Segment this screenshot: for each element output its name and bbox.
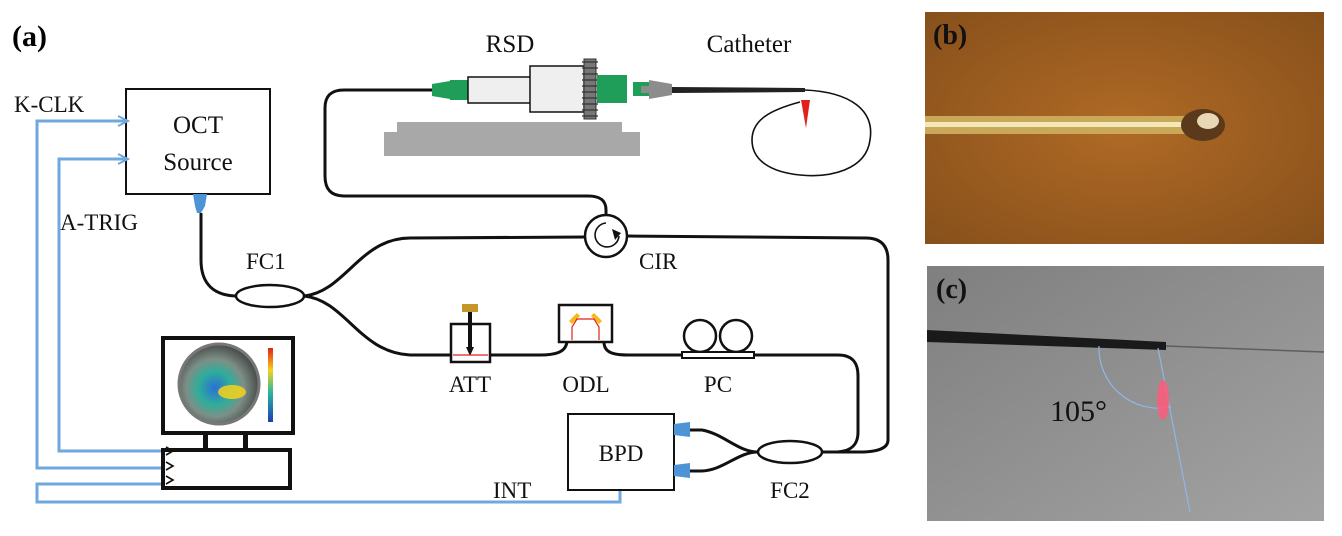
oct-image-ring <box>177 342 261 426</box>
fc2-to-bpd-fiber-2 <box>662 450 759 473</box>
odl-box <box>557 303 614 344</box>
int-label: INT <box>493 478 531 503</box>
fc1-label: FC1 <box>246 249 286 274</box>
computer-base <box>161 448 292 490</box>
circulator <box>583 213 629 259</box>
int-wire <box>35 480 622 504</box>
rsd-rotary-joint <box>529 65 585 113</box>
catheter-tip <box>801 100 810 128</box>
rsd-input-ferrule <box>450 80 472 100</box>
pc-paddle-left <box>682 318 718 354</box>
odl-label: ODL <box>562 372 609 397</box>
fc1-to-circulator-fiber <box>303 235 587 298</box>
oct-image-icon <box>179 344 259 424</box>
fc2-coupler <box>756 439 824 465</box>
circulator-to-sample-fiber <box>323 88 608 215</box>
bpd-input-connector-1 <box>674 422 690 437</box>
daq-port-marks <box>165 446 175 485</box>
a-trig-label: A-TRIG <box>60 210 138 235</box>
a-trig-arrow <box>117 153 131 165</box>
rsd-stage-top <box>384 122 640 156</box>
a-trig-wire <box>57 157 162 453</box>
photo-c-angle-arc <box>1098 345 1172 409</box>
circulator-arrow <box>594 222 620 248</box>
odl-mirror-left <box>569 313 580 324</box>
panel-b-label: (b) <box>933 20 967 51</box>
bpd-box <box>567 413 675 491</box>
photo-c-beam-spot <box>1157 380 1169 420</box>
catheter-sheath-loop <box>751 89 872 177</box>
fc1-coupler <box>234 283 306 309</box>
circulator-arrowhead <box>612 229 621 240</box>
photo-c-sheath-line <box>1165 345 1325 353</box>
rsd-motor-housing <box>467 76 533 104</box>
attenuator-blade <box>466 322 474 356</box>
odl-beam <box>571 318 600 340</box>
k-clk-label: K-CLK <box>14 92 85 117</box>
oct-image-blob <box>218 385 246 399</box>
panel-a-label: (a) <box>12 20 47 53</box>
catheter-shaft <box>672 87 805 93</box>
k-clk-wire <box>35 119 162 470</box>
pc-to-fc2-fiber <box>754 353 860 454</box>
oct-source-label-2: Source <box>163 149 232 176</box>
rsd-label: RSD <box>486 31 535 58</box>
catheter-hub-ridge <box>641 86 651 93</box>
source-to-fc1-fiber <box>199 213 239 298</box>
photo-c-catheter <box>927 330 1166 350</box>
circulator-to-fc2-fiber <box>626 234 890 454</box>
oct-source-label-1: OCT <box>173 112 223 139</box>
source-output-connector <box>193 194 207 213</box>
fc1-to-attenuator-fiber <box>303 294 450 357</box>
photo-c-reference-line <box>1157 347 1191 513</box>
fc2-label: FC2 <box>770 478 810 503</box>
att-label: ATT <box>449 372 491 397</box>
catheter-label: Catheter <box>707 31 792 58</box>
oct-image-colorbar <box>268 348 273 422</box>
bpd-input-connector-2 <box>674 463 690 478</box>
attenuator-to-odl-fiber <box>490 339 569 357</box>
bpd-label: BPD <box>599 441 644 466</box>
odl-to-pc-fiber <box>602 341 683 357</box>
k-clk-arrow <box>117 115 131 127</box>
odl-mirror-right <box>591 313 602 324</box>
attenuator-knob <box>462 304 478 312</box>
rsd-input-connector <box>432 81 450 99</box>
rsd-output-connector <box>597 75 627 103</box>
pc-paddle-right <box>718 318 754 354</box>
panel-c-label: (c) <box>936 274 967 305</box>
photo-c <box>927 266 1324 521</box>
catheter-hub <box>649 80 672 99</box>
cir-label: CIR <box>639 249 678 274</box>
oct-source-box <box>125 88 271 195</box>
pc-label: PC <box>704 372 732 397</box>
photo-b-lens-highlight <box>1197 113 1219 129</box>
rsd-gear-teeth <box>582 61 598 117</box>
attenuator-stem <box>468 312 472 324</box>
pc-base <box>681 351 755 359</box>
monitor-neck-right <box>243 433 248 450</box>
photo-c-angle-label: 105° <box>1050 395 1107 428</box>
photo-b-fiber-core <box>925 122 1187 127</box>
monitor-neck-left <box>203 433 208 450</box>
